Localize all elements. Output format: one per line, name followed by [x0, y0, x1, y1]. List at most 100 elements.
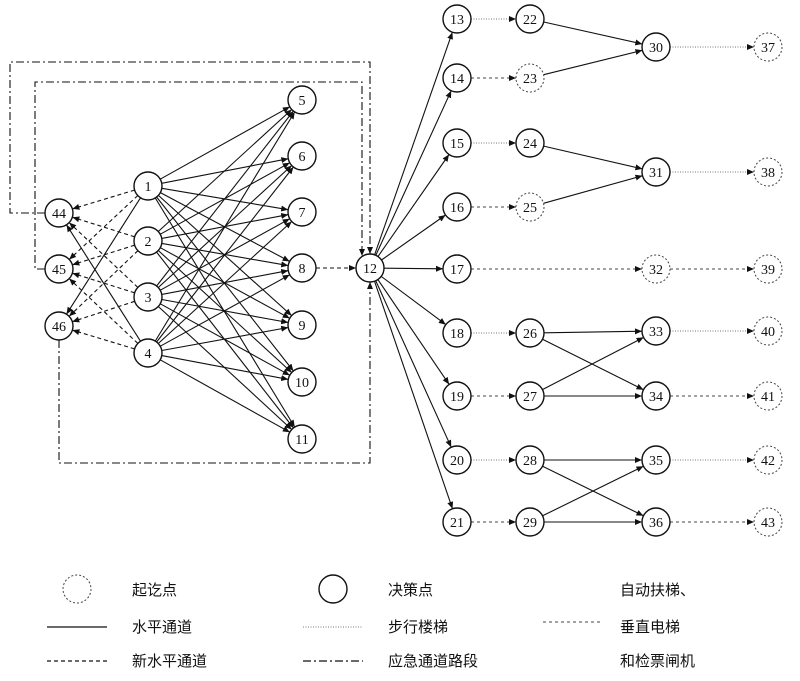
- node-label: 23: [523, 72, 537, 87]
- node-20: 20: [442, 445, 472, 475]
- node-label: 6: [299, 150, 306, 165]
- node-circle: [287, 424, 317, 454]
- node-circle: [753, 381, 783, 411]
- node-3: 3: [133, 282, 163, 312]
- node-label: 19: [450, 390, 464, 405]
- node-44: 44: [44, 198, 74, 228]
- edge-4-7: [157, 221, 293, 344]
- edge-4-6: [156, 166, 294, 343]
- node-circle: [515, 128, 545, 158]
- edge-3-44: [68, 222, 139, 288]
- edge-4-11: [159, 359, 291, 433]
- node-circle: [515, 381, 545, 411]
- node-4: 4: [133, 338, 163, 368]
- edge-25-31: [543, 174, 643, 204]
- legend-equipment-label-line1: 自动扶梯、: [620, 581, 695, 599]
- edge-3-45: [72, 272, 135, 294]
- node-32: 32: [641, 254, 671, 284]
- edge-12-18: [380, 275, 447, 326]
- node-10: 10: [287, 367, 317, 397]
- node-11: 11: [287, 424, 317, 454]
- node-circle: [442, 4, 472, 34]
- node-circle: [133, 171, 163, 201]
- edge-22-30: [543, 21, 643, 46]
- node-label: 5: [299, 94, 306, 109]
- network-nodes: 1234567891011121314151617181920212223242…: [44, 4, 783, 537]
- legend-emergency-route-label: 应急通道路段: [388, 652, 478, 670]
- node-circle: [753, 445, 783, 475]
- node-27: 27: [515, 381, 545, 411]
- node-9: 9: [287, 310, 317, 340]
- node-label: 40: [761, 325, 775, 340]
- node-15: 15: [442, 128, 472, 158]
- node-label: 25: [523, 201, 537, 216]
- node-38: 38: [753, 157, 783, 187]
- node-label: 16: [450, 201, 464, 216]
- node-label: 33: [649, 325, 663, 340]
- edge-4-9: [161, 325, 289, 352]
- node-label: 39: [761, 263, 775, 278]
- node-label: 29: [523, 516, 537, 531]
- node-circle: [641, 445, 671, 475]
- edge-12-13: [374, 32, 453, 255]
- node-2: 2: [133, 226, 163, 256]
- emergency-route-46-12: [58, 282, 373, 464]
- edge-12-16: [381, 214, 446, 261]
- edge-2-5: [157, 109, 293, 232]
- node-36: 36: [641, 507, 671, 537]
- node-19: 19: [442, 381, 472, 411]
- node-circle: [133, 282, 163, 312]
- node-23: 23: [515, 63, 545, 93]
- node-label: 37: [761, 41, 775, 56]
- legend-new-horizontal-passage-label: 新水平通道: [132, 652, 207, 670]
- node-label: 34: [649, 390, 663, 405]
- edge-1-5: [159, 106, 291, 180]
- node-label: 1: [145, 180, 152, 195]
- node-label: 44: [52, 207, 66, 222]
- node-circle: [515, 4, 545, 34]
- legend-stairs-label: 步行楼梯: [388, 618, 448, 636]
- node-label: 30: [649, 41, 663, 56]
- node-label: 24: [523, 137, 537, 152]
- legend-decision-point-symbol: [318, 574, 348, 604]
- node-label: 3: [145, 291, 152, 306]
- edge-29-35: [542, 465, 644, 517]
- edge-2-45: [72, 244, 135, 266]
- node-16: 16: [442, 192, 472, 222]
- node-42: 42: [753, 445, 783, 475]
- legend-horizontal-passage-label: 水平通道: [132, 618, 192, 636]
- node-21: 21: [442, 507, 472, 537]
- edge-3-5: [156, 110, 294, 287]
- node-circle: [442, 507, 472, 537]
- node-circle: [515, 318, 545, 348]
- edge-2-46: [68, 250, 139, 317]
- node-1: 1: [133, 171, 163, 201]
- node-circle: [44, 254, 74, 284]
- node-circle: [753, 157, 783, 187]
- node-circle: [753, 254, 783, 284]
- legend-decision-point-label: 决策点: [388, 581, 433, 599]
- node-label: 18: [450, 327, 464, 342]
- edge-12-17: [383, 265, 444, 272]
- edge-4-8: [160, 274, 290, 347]
- node-37: 37: [753, 32, 783, 62]
- node-label: 36: [649, 516, 663, 531]
- node-label: 27: [523, 390, 537, 405]
- emergency-route-45-12: [34, 81, 365, 270]
- edge-12-19: [377, 279, 450, 385]
- node-22: 22: [515, 4, 545, 34]
- legend: 起讫点 决策点 水平通道 步行楼梯 新水平通道 应急通道路段 自动扶梯、 垂直电…: [47, 574, 695, 670]
- node-circle: [442, 63, 472, 93]
- edge-12-21: [373, 281, 454, 509]
- node-circle: [753, 507, 783, 537]
- node-circle: [442, 318, 472, 348]
- node-label: 35: [649, 454, 663, 469]
- node-40: 40: [753, 316, 783, 346]
- node-label: 17: [450, 263, 464, 278]
- emergency-routes: [9, 61, 373, 464]
- node-30: 30: [641, 32, 671, 62]
- node-label: 43: [761, 516, 775, 531]
- node-circle: [641, 254, 671, 284]
- node-circle: [287, 310, 317, 340]
